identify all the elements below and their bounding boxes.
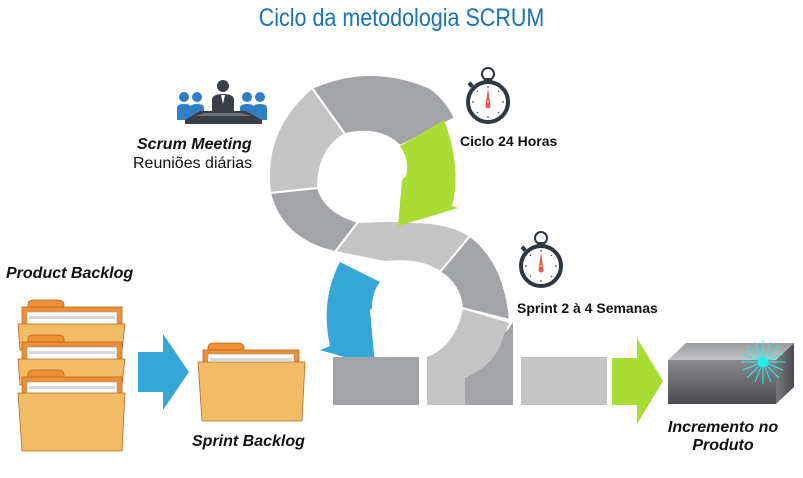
green-right-arrow — [612, 338, 663, 424]
ring-segment — [310, 74, 457, 148]
folder-icon — [197, 342, 306, 422]
green-cycle-arrow — [398, 120, 458, 226]
scrum-meeting-label: Scrum Meeting — [137, 136, 252, 153]
meeting-icon — [177, 80, 267, 124]
sprint-backlog-label: Sprint Backlog — [192, 433, 305, 450]
sprint-block — [333, 357, 419, 405]
sprint-duration-label: Sprint 2 à 4 Semanas — [517, 300, 658, 316]
diagram-title: Ciclo da metodologia SCRUM — [258, 4, 545, 32]
blue-right-arrow — [138, 334, 189, 410]
stopwatch-icon — [519, 231, 563, 288]
stopwatch-icon — [466, 67, 510, 124]
daily-cycle-label: Ciclo 24 Horas — [460, 133, 558, 149]
daily-cycle-ring — [267, 74, 472, 274]
folder-stack-icon — [17, 299, 126, 452]
increment-label-line1: Incremento no — [667, 419, 779, 436]
sparkle-icon — [741, 340, 785, 384]
ring-segment — [333, 220, 472, 274]
scrum-meeting-sublabel: Reuniões diárias — [133, 155, 253, 172]
ring-segment — [438, 234, 512, 322]
product-backlog-label: Product Backlog — [6, 265, 134, 282]
sprint-block — [521, 357, 607, 405]
dashed-divider — [344, 256, 411, 268]
increment-label-line2: Produto — [692, 437, 754, 454]
product-box-icon — [668, 340, 794, 404]
blue-cycle-arrow — [320, 262, 380, 366]
